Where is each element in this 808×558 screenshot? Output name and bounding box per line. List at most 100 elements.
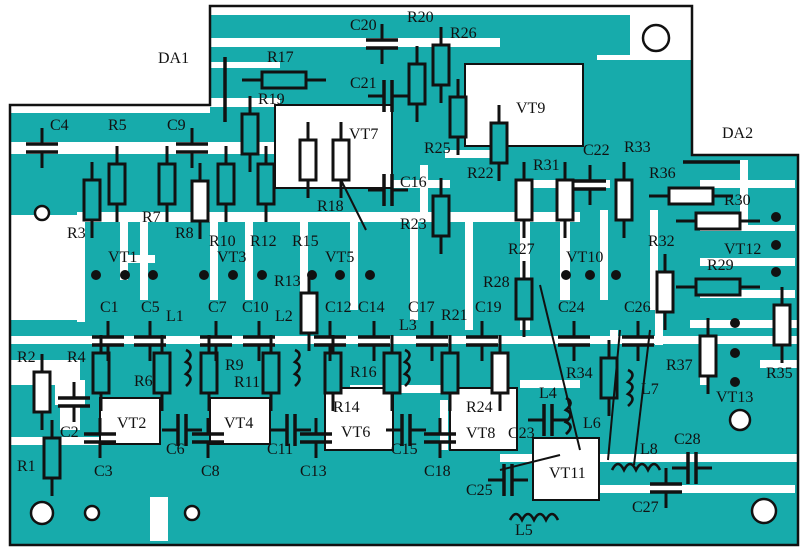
label-c27: C27 xyxy=(632,499,659,516)
resistor-body xyxy=(448,95,468,139)
resistor-body xyxy=(655,270,675,314)
resistor-r14 xyxy=(323,335,343,411)
isolation-gap xyxy=(140,220,148,300)
isolation-gap xyxy=(10,215,80,320)
resistor-body xyxy=(299,291,319,335)
label-r12: R12 xyxy=(250,233,277,250)
label-r24: R24 xyxy=(466,399,493,416)
label-c18: C18 xyxy=(424,463,451,480)
isolation-gap xyxy=(300,220,308,305)
transistor-vt6-package xyxy=(324,387,394,451)
isolation-gap xyxy=(245,220,253,300)
transistor-vt11-package xyxy=(532,437,600,501)
capacitor-c2 xyxy=(58,382,90,422)
resistor-r23 xyxy=(431,178,451,254)
transistor-pad xyxy=(199,270,209,280)
resistor-r6 xyxy=(152,335,172,411)
resistor-body xyxy=(440,351,460,395)
jumper-wire xyxy=(340,179,367,231)
capacitor-c12 xyxy=(314,321,346,361)
isolation-gap xyxy=(77,212,85,322)
isolation-gap xyxy=(740,160,748,230)
isolation-gap xyxy=(410,220,418,320)
mounting-hole xyxy=(641,23,671,53)
label-r3: R3 xyxy=(67,225,86,242)
resistor-body xyxy=(42,436,62,480)
inductor-l5 xyxy=(508,512,560,523)
label-r27: R27 xyxy=(508,241,535,258)
resistor-body xyxy=(32,370,52,414)
resistor-r20 xyxy=(407,46,427,122)
isolation-gap xyxy=(80,212,580,222)
label-da1: DA1 xyxy=(158,50,189,67)
resistor-r32 xyxy=(655,254,675,330)
capacitor-c7 xyxy=(200,321,232,361)
inductor-l7 xyxy=(625,368,634,407)
label-l7: L7 xyxy=(641,381,659,398)
label-c7: C7 xyxy=(208,299,227,316)
label-c3: C3 xyxy=(94,463,113,480)
capacitor-c24 xyxy=(558,321,590,361)
label-r1: R1 xyxy=(17,458,36,475)
resistor-body xyxy=(694,277,742,297)
label-r34: R34 xyxy=(566,365,593,382)
resistor-body xyxy=(261,351,281,395)
transistor-vt9-package xyxy=(464,63,584,147)
resistor-body xyxy=(407,62,427,106)
jumper-wire xyxy=(607,329,621,461)
resistor-r27 xyxy=(514,162,534,238)
label-r21: R21 xyxy=(441,307,468,324)
resistor-r9 xyxy=(199,335,219,411)
transistor-pad xyxy=(91,270,101,280)
label-c12: C12 xyxy=(325,299,352,316)
label-r33: R33 xyxy=(624,139,651,156)
inductor-l3 xyxy=(402,348,411,387)
resistor-r8 xyxy=(190,163,210,239)
resistor-r35 xyxy=(772,287,792,363)
label-r26: R26 xyxy=(450,25,477,42)
transistor-pad xyxy=(730,318,740,328)
label-c4: C4 xyxy=(50,117,69,134)
resistor-r31 xyxy=(555,162,575,238)
resistor-r33 xyxy=(614,162,634,238)
label-r28: R28 xyxy=(483,274,510,291)
label-l8: L8 xyxy=(640,441,658,458)
mounting-hole xyxy=(728,408,752,432)
label-r13: R13 xyxy=(274,273,301,290)
transistor-vt2-package xyxy=(99,397,161,445)
resistor-r18 xyxy=(331,122,351,198)
label-r6: R6 xyxy=(134,373,153,390)
label-r30: R30 xyxy=(724,192,751,209)
capacitor-c4 xyxy=(26,128,58,168)
resistor-body xyxy=(298,138,318,182)
label-r4: R4 xyxy=(67,349,86,366)
resistor-body xyxy=(614,178,634,222)
label-r18: R18 xyxy=(317,198,344,215)
label-r22: R22 xyxy=(467,165,494,182)
label-vt11: VT11 xyxy=(549,465,586,482)
mounting-hole xyxy=(29,500,55,526)
resistor-r5 xyxy=(107,146,127,222)
resistor-body xyxy=(323,351,343,395)
isolation-gap xyxy=(120,220,128,280)
resistor-r25 xyxy=(448,79,468,155)
isolation-gap xyxy=(500,454,800,462)
label-r37: R37 xyxy=(666,357,693,374)
board-edge xyxy=(8,4,800,547)
label-l5: L5 xyxy=(515,522,533,539)
label-r36: R36 xyxy=(649,165,676,182)
isolation-gap xyxy=(560,210,570,300)
isolation-gap xyxy=(150,497,168,541)
label-r17: R17 xyxy=(267,49,294,66)
isolation-gap xyxy=(700,258,795,266)
resistor-body xyxy=(667,186,715,206)
resistor-body xyxy=(91,351,111,395)
resistor-body xyxy=(152,351,172,395)
label-r20: R20 xyxy=(407,9,434,26)
label-r32: R32 xyxy=(648,233,675,250)
resistor-body xyxy=(489,121,509,165)
transistor-pad xyxy=(228,270,238,280)
label-c5: C5 xyxy=(141,299,160,316)
label-c21: C21 xyxy=(350,75,377,92)
